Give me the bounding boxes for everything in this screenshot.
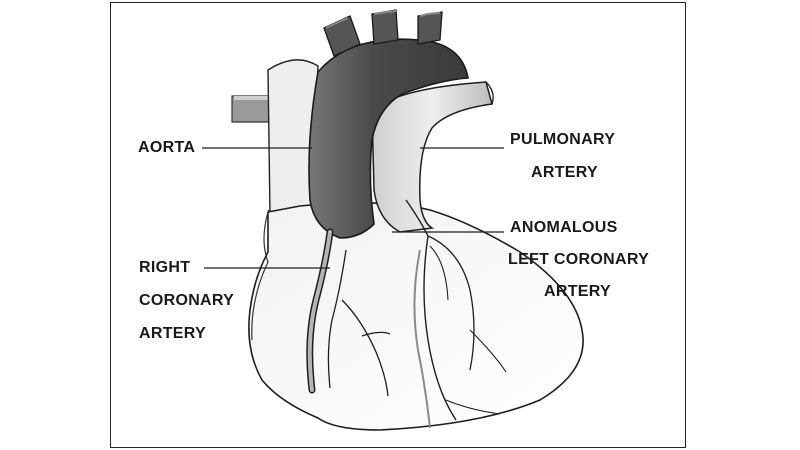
aorta	[308, 9, 469, 239]
right-coronary-label-line2: CORONARY	[139, 292, 235, 309]
pulmonary-artery	[371, 81, 494, 233]
anomalous-label-line2: LEFT CORONARY	[508, 251, 650, 268]
heart-body	[248, 202, 584, 431]
anomalous-label-line1: ANOMALOUS	[510, 219, 618, 236]
right-coronary-label-line3: ARTERY	[139, 325, 206, 342]
pulmonary-label-line2: ARTERY	[531, 164, 598, 181]
right-coronary-label-line1: RIGHT	[139, 259, 191, 276]
left-coronary-artery	[405, 199, 507, 421]
leader-lines	[202, 147, 504, 269]
right-coronary-artery	[306, 228, 391, 397]
aorta-label: AORTA	[138, 139, 196, 156]
anomalous-label-line3: ARTERY	[544, 283, 611, 300]
pulmonary-label-line1: PULMONARY	[510, 131, 616, 148]
